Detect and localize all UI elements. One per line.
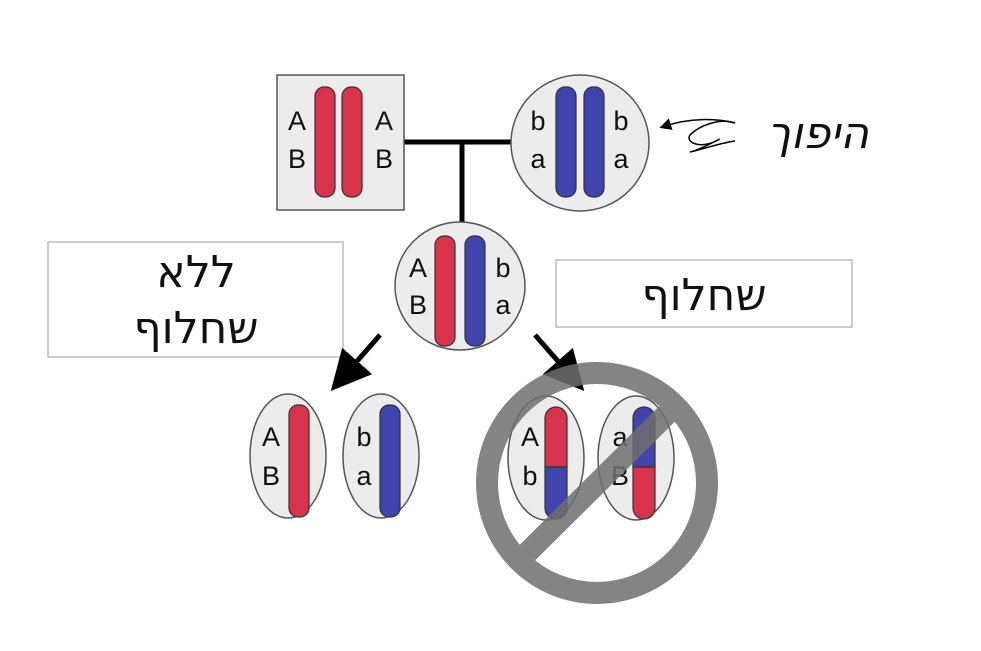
blue-chromosome xyxy=(379,404,401,518)
offspring-cell: A B b a xyxy=(394,221,526,351)
crossover-box: שחלוף xyxy=(555,259,853,328)
crossover-label: שחלוף xyxy=(641,270,766,321)
mother-cell: b a b a xyxy=(510,74,650,212)
red-chromosome xyxy=(341,86,363,198)
allele-label: B xyxy=(262,461,280,491)
no-crossover-label-line2: שחלוף xyxy=(133,303,258,354)
allele-label: A xyxy=(521,422,539,452)
red-segment xyxy=(632,466,656,520)
blue-chromosome xyxy=(555,86,577,198)
no-crossover-label-line1: ללא xyxy=(156,247,235,298)
gamete-no-crossover: b a xyxy=(342,393,420,519)
allele-label: b xyxy=(522,461,537,491)
inversion-label: היפוך xyxy=(767,108,869,159)
allele-label: B xyxy=(288,144,306,174)
allele-label: b xyxy=(495,253,510,283)
arrow-icon xyxy=(330,333,382,392)
allele-label: A xyxy=(262,422,280,452)
prohibited-icon xyxy=(476,362,718,604)
allele-label: A xyxy=(288,106,306,136)
squiggle-arrow-icon xyxy=(688,120,736,153)
allele-label: A xyxy=(375,106,393,136)
red-segment xyxy=(544,406,568,468)
gamete-no-crossover: A B xyxy=(249,393,327,519)
red-chromosome xyxy=(434,235,456,347)
allele-label: b xyxy=(530,106,545,136)
red-chromosome xyxy=(314,86,336,198)
father-cell: A B A B xyxy=(276,74,405,211)
allele-label: B xyxy=(375,144,393,174)
red-chromosome xyxy=(288,404,310,518)
blue-chromosome xyxy=(464,235,486,347)
allele-label: A xyxy=(409,253,427,283)
allele-label: a xyxy=(613,144,629,174)
allele-label: B xyxy=(409,290,427,320)
blue-chromosome xyxy=(583,86,605,198)
no-crossover-box: ללא שחלוף xyxy=(47,241,344,358)
allele-label: b xyxy=(613,106,628,136)
allele-label: a xyxy=(356,461,372,491)
allele-label: b xyxy=(356,422,371,452)
arrow-icon xyxy=(659,118,736,130)
allele-label: a xyxy=(495,290,511,320)
allele-label: a xyxy=(530,144,546,174)
